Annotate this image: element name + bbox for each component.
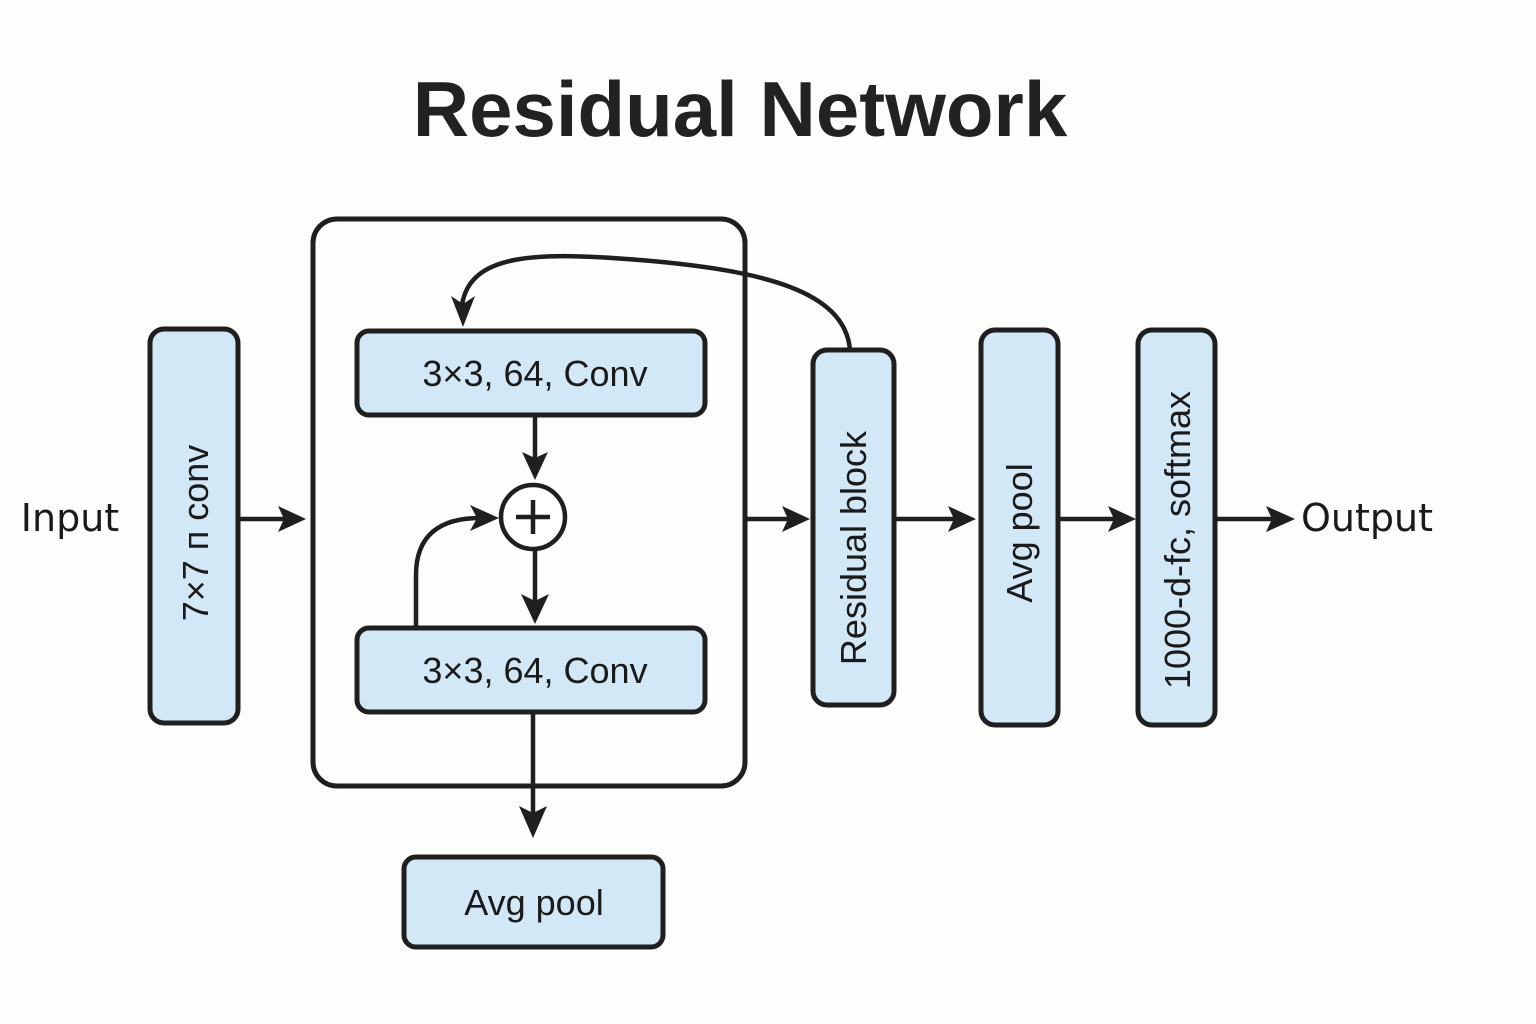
sum-operator bbox=[498, 482, 568, 552]
residual-container bbox=[310, 216, 748, 789]
residual-block: Residual block bbox=[810, 347, 897, 708]
arrow-residual-block-to-avgpool bbox=[894, 506, 976, 532]
residual-block-label: Residual block bbox=[833, 430, 874, 665]
inner-conv-bottom-label: 3×3, 64, Conv bbox=[422, 650, 647, 691]
arrow-icon bbox=[278, 506, 306, 532]
arrow-icon bbox=[948, 506, 976, 532]
inner-conv-top-label: 3×3, 64, Conv bbox=[422, 353, 647, 394]
avg-pool-main-label: Avg pool bbox=[999, 463, 1040, 602]
arrow-sum-to-conv-bottom bbox=[521, 549, 549, 624]
arrow-icon bbox=[470, 505, 499, 531]
arrow-icon bbox=[521, 594, 549, 624]
arrow-icon bbox=[1108, 506, 1136, 532]
residual-block-box bbox=[810, 347, 897, 708]
inner-conv-top-box bbox=[354, 328, 708, 418]
fc-softmax-block: 1000-d-fc, softmax bbox=[1135, 327, 1218, 728]
avg-pool-bottom-label: Avg pool bbox=[464, 882, 603, 923]
arrow-residual-feedback bbox=[451, 253, 853, 351]
avg-pool-bottom-box bbox=[401, 854, 666, 950]
avg-pool-main-box bbox=[978, 327, 1061, 728]
inner-conv-top-block: 3×3, 64, Conv bbox=[354, 328, 708, 418]
stem-conv-box bbox=[147, 326, 241, 726]
fc-softmax-box bbox=[1135, 327, 1218, 728]
input-label: Input bbox=[21, 496, 119, 540]
arrow-conv-top-to-sum bbox=[522, 415, 548, 480]
arrow-icon bbox=[1266, 506, 1295, 532]
arrow-icon bbox=[451, 296, 475, 327]
arrow-icon bbox=[522, 452, 548, 480]
arrow-icon bbox=[782, 506, 810, 532]
arrow-stem-to-container bbox=[238, 506, 306, 532]
inner-conv-bottom-block: 3×3, 64, Conv bbox=[354, 625, 708, 715]
arrow-conv-bottom-to-avgpool bbox=[519, 712, 547, 838]
avg-pool-main-block: Avg pool bbox=[978, 327, 1061, 728]
arrow-avgpool-to-fc bbox=[1058, 506, 1136, 532]
avg-pool-bottom-block: Avg pool bbox=[401, 854, 666, 950]
stem-conv-block: 7×7 п conv bbox=[147, 326, 241, 726]
arrow-skip-to-sum bbox=[413, 505, 499, 628]
arrow-container-to-residual-block bbox=[745, 506, 810, 532]
output-label: Output bbox=[1301, 496, 1433, 540]
fc-softmax-label: 1000-d-fc, softmax bbox=[1157, 391, 1198, 689]
arrow-fc-to-output bbox=[1215, 506, 1295, 532]
arrow-icon bbox=[519, 806, 547, 838]
stem-conv-label: 7×7 п conv bbox=[175, 445, 216, 622]
diagram-title: Residual Network bbox=[413, 65, 1068, 153]
